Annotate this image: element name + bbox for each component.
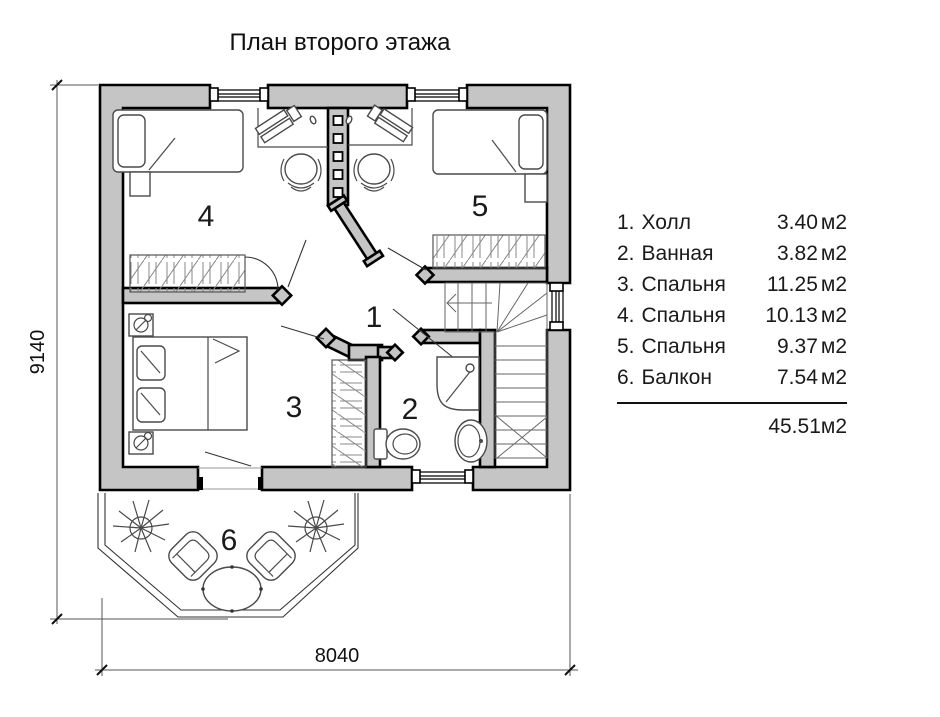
- bed-room5: [432, 109, 548, 203]
- legend-room-name: Спальня: [641, 273, 726, 296]
- legend-unit: м2: [820, 211, 847, 234]
- legend-number: 1.: [617, 211, 635, 234]
- legend-room-name: Холл: [641, 211, 692, 234]
- legend-number: 5.: [617, 335, 635, 358]
- window-top-right: [406, 87, 468, 102]
- door-leaves: [280, 239, 471, 372]
- legend-room-name: Ванная: [641, 242, 714, 265]
- legend-unit: м2: [820, 335, 847, 358]
- wardrobe-room3: [331, 359, 367, 468]
- desk-room4: [254, 104, 328, 148]
- width-dimension-label: 8040: [315, 645, 360, 667]
- dimension-height: 9140: [27, 79, 228, 625]
- legend-unit: м2: [820, 304, 847, 327]
- legend-number: 3.: [617, 273, 635, 296]
- desk-room5: [345, 104, 414, 146]
- balcony: [97, 493, 359, 618]
- balcony-door: [198, 451, 263, 490]
- area-legend: 1. Холл 3.40 м2 2. Ванная 3.82 м2 3. Спа…: [617, 207, 847, 439]
- legend-area: 7.54: [777, 366, 818, 389]
- legend-row-hall: 1. Холл 3.40 м2: [617, 207, 847, 238]
- legend-room-name: Спальня: [641, 335, 726, 358]
- window-bottom: [411, 469, 474, 484]
- legend-area: 9.37: [777, 335, 818, 358]
- room-label-6: 6: [221, 524, 238, 557]
- legend-area: 3.82: [777, 242, 818, 265]
- bed-room4: [112, 109, 244, 197]
- sink: [454, 419, 488, 463]
- legend-divider: [617, 402, 847, 404]
- plant-right: [287, 499, 345, 553]
- balcony-table: [201, 565, 263, 613]
- wardrobe-room5: [432, 234, 546, 269]
- legend-row-balcony: 6. Балкон 7.54 м2: [617, 362, 847, 393]
- height-dimension-label: 9140: [27, 330, 49, 375]
- plant-left: [112, 499, 170, 553]
- window-right: [549, 282, 564, 331]
- dimension-width: 8040: [95, 494, 578, 676]
- nightstand-room3-bottom: [128, 431, 154, 455]
- vent-shaft: [332, 115, 344, 198]
- room-label-2: 2: [402, 393, 419, 426]
- legend-area: 10.13: [765, 304, 818, 327]
- room-label-4: 4: [198, 200, 215, 233]
- room-label-5: 5: [472, 190, 489, 223]
- stairs: [444, 282, 548, 459]
- bed-room3: [132, 336, 248, 431]
- legend-room-name: Балкон: [641, 366, 712, 389]
- legend-number: 6.: [617, 366, 635, 389]
- legend-number: 4.: [617, 304, 635, 327]
- legend-row-bath: 2. Ванная 3.82 м2: [617, 238, 847, 269]
- legend-unit: м2: [820, 366, 847, 389]
- room-label-3: 3: [286, 391, 303, 424]
- shower-cabin: [436, 356, 480, 411]
- legend-number: 2.: [617, 242, 635, 265]
- office-chair-room4: [280, 153, 322, 192]
- legend-total: 45.51м2: [768, 415, 847, 438]
- legend-area: 3.40: [777, 211, 818, 234]
- legend-row-bedroom5: 5. Спальня 9.37 м2: [617, 331, 847, 362]
- room-label-1: 1: [366, 301, 383, 334]
- legend-row-bedroom3: 3. Спальня 11.25 м2: [617, 269, 847, 300]
- window-top-left: [209, 87, 269, 102]
- wardrobe-room4: [129, 254, 279, 293]
- toilet: [373, 428, 421, 460]
- office-chair-room5: [353, 153, 395, 192]
- room-labels: 1 2 3 4 5 6: [198, 190, 489, 557]
- nightstand-room3-top: [128, 313, 154, 337]
- legend-area: 11.25: [766, 273, 818, 296]
- legend-room-name: Спальня: [641, 304, 726, 327]
- legend-row-bedroom4: 4. Спальня 10.13 м2: [617, 300, 847, 331]
- legend-unit: м2: [820, 273, 847, 296]
- legend-unit: м2: [820, 242, 847, 265]
- page-title: План второго этажа: [229, 29, 451, 56]
